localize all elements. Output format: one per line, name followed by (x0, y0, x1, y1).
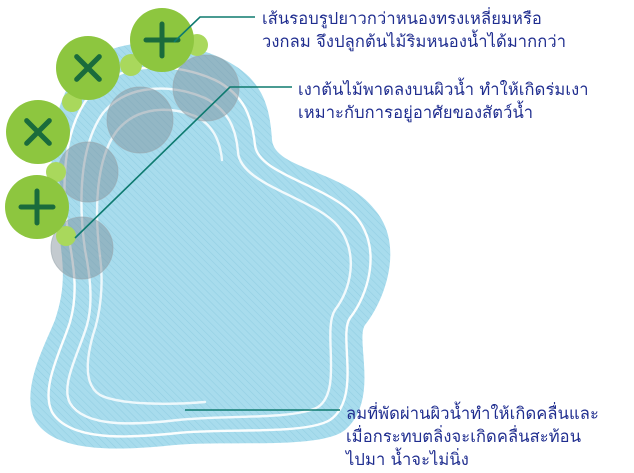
callout-shade-line-2: เหมาะกับการอยู่อาศัยของสัตว์น้ำ (298, 103, 534, 122)
leader-line-2 (74, 86, 292, 239)
trees (5, 8, 194, 239)
callout-perimeter-line-2: วงกลม จึงปลูกต้นไม้ริมหนองน้ำได้มากกว่า (262, 32, 567, 51)
shrub (120, 54, 142, 76)
tree-canopy-cross-icon (5, 175, 69, 239)
callout-perimeter-line-1: เส้นรอบรูปยาวกว่าหนองทรงเหลี่ยมหรือ (262, 9, 542, 28)
callout-waves: ลมที่พัดผ่านผิวน้ำทำให้เกิดคลื่นและ เมื่… (346, 402, 599, 471)
callout-waves-line-2: เมื่อกระทบตลิ่งจะเกิดคลื่นสะท้อน (346, 427, 582, 446)
shadow-circle (106, 86, 174, 154)
shrub (46, 162, 66, 182)
callout-perimeter: เส้นรอบรูปยาวกว่าหนองทรงเหลี่ยมหรือ วงกล… (262, 7, 566, 53)
tree-canopy-cross-icon (56, 36, 120, 100)
callout-shade-line-1: เงาต้นไม้พาดลงบนผิวน้ำ ทำให้เกิดร่มเงา (298, 80, 589, 99)
ripple-line (66, 87, 352, 425)
leader-lines (74, 16, 340, 411)
leader-line-1 (173, 16, 255, 43)
callout-waves-line-3: ไปมา น้ำจะไม่นิ่ง (346, 450, 469, 469)
tree-canopy-cross-icon (6, 100, 70, 164)
shadow-circle (57, 141, 119, 203)
pond-shape (30, 42, 391, 449)
shrub (56, 226, 76, 246)
tree-canopy-cross-icon (130, 8, 194, 72)
ripple-line (95, 108, 224, 258)
callout-shade: เงาต้นไม้พาดลงบนผิวน้ำ ทำให้เกิดร่มเงา เ… (298, 78, 589, 124)
ripple-line (86, 254, 207, 405)
shadow-circle (172, 54, 240, 122)
callout-waves-line-1: ลมที่พัดผ่านผิวน้ำทำให้เกิดคลื่นและ (346, 404, 599, 423)
